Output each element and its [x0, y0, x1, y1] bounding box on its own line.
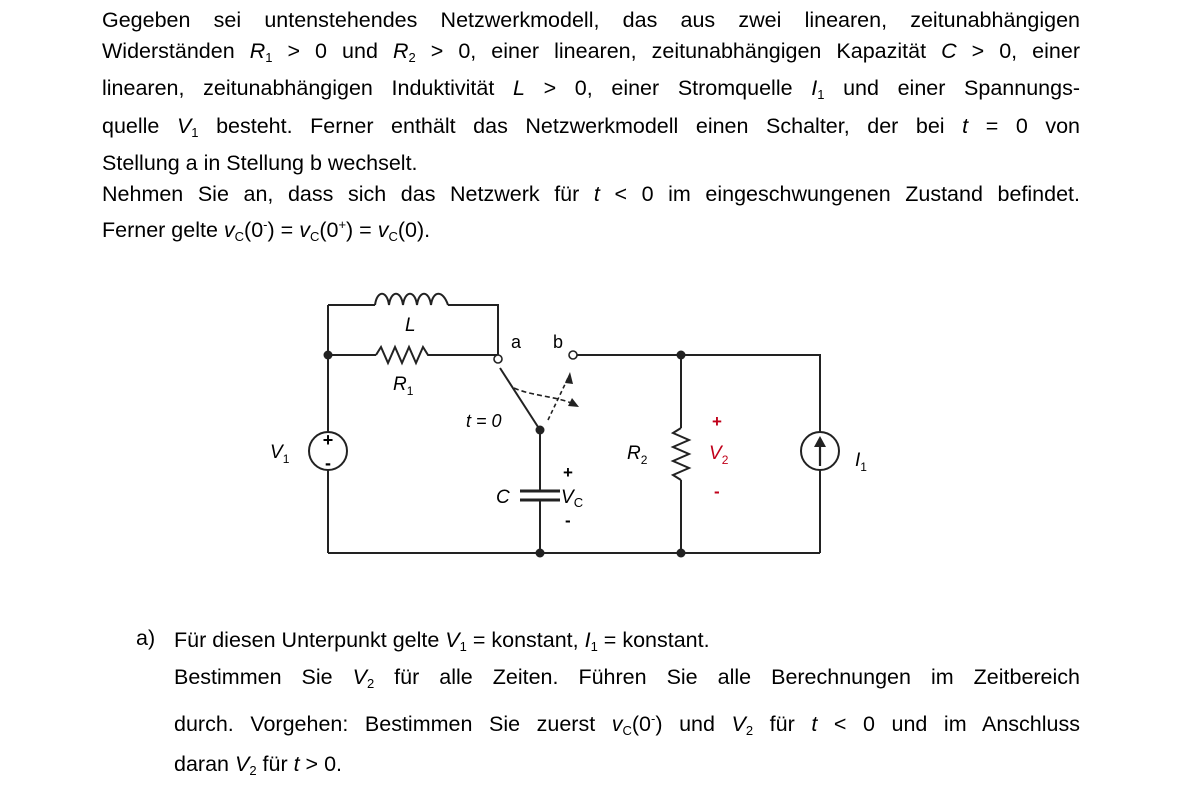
v2-minus: -: [714, 482, 720, 501]
task-line-4: daran V2 für t > 0.: [174, 752, 343, 778]
intro-line-3: linearen, zeitunabhängigen Induktivität …: [102, 76, 1080, 103]
switch-arrow-head-right: [568, 398, 579, 407]
task-line-3: durch. Vorgehen: Bestimmen Sie zuerst vC…: [174, 711, 1080, 738]
label-inductor-l: L: [405, 315, 416, 336]
label-vc: VC: [561, 487, 583, 510]
switch-arrow-head-up: [565, 372, 573, 384]
label-t0: t = 0: [466, 411, 502, 431]
label-switch-b: b: [553, 332, 563, 352]
task-a-label: a): [136, 626, 156, 650]
vc-plus: +: [563, 463, 573, 482]
intro-paragraph: Gegeben sei untenstehendes Netzwerkmodel…: [102, 5, 1080, 252]
circuit-diagram: + - L R1 a b t = 0 V1 C + VC - R2 + V2 -…: [270, 292, 867, 558]
label-v1: V1: [270, 442, 290, 466]
resistor-r1-zigzag: [375, 344, 432, 366]
task-line-2: Bestimmen Sie V2 für alle Zeiten. Führen…: [174, 665, 1080, 691]
intro-line-1: Gegeben sei untenstehendes Netzwerkmodel…: [102, 8, 1080, 32]
intro-line-5: Stellung a in Stellung b wechselt.: [102, 151, 418, 176]
node-r2-top: [676, 350, 686, 360]
switch-contact-b: [568, 350, 578, 360]
node-bottom-cap: [535, 548, 545, 558]
switch-contact-a: [493, 354, 503, 364]
node-bottom-r2: [676, 548, 686, 558]
v2-plus: +: [712, 412, 722, 431]
label-c: C: [496, 487, 510, 508]
node-top-left: [323, 350, 333, 360]
inductor-coil: [374, 292, 449, 306]
i1-arrow-head: [814, 436, 826, 447]
switch-arc-arrow: [513, 377, 575, 421]
intro-line-4: quelle V1 besteht. Ferner enthält das Ne…: [102, 113, 1080, 140]
label-i1: I1: [855, 450, 867, 474]
circuit-wires: [327, 304, 821, 554]
task-a-body: Für diesen Unterpunkt gelte V1 = konstan…: [174, 626, 1080, 785]
label-switch-a: a: [511, 332, 522, 352]
vc-minus: -: [565, 511, 571, 530]
label-r1: R1: [393, 374, 414, 398]
voltage-source-v1: [308, 431, 348, 471]
intro-line-6: Nehmen Sie an, dass sich das Netzwerk fü…: [102, 181, 1080, 206]
intro-line-2: Widerständen R1 > 0 und R2 > 0, einer li…: [102, 38, 1080, 65]
node-switch-pivot: [535, 425, 545, 435]
v1-plus: +: [323, 430, 334, 450]
task-line-1: Für diesen Unterpunkt gelte V1 = konstan…: [174, 628, 710, 654]
intro-line-7: Ferner gelte vC(0-) = vC(0+) = vC(0).: [102, 216, 431, 244]
label-r2: R2: [627, 443, 648, 467]
resistor-r2-zigzag: [670, 427, 692, 481]
v1-minus: -: [325, 453, 331, 473]
label-v2: V2: [709, 443, 729, 467]
